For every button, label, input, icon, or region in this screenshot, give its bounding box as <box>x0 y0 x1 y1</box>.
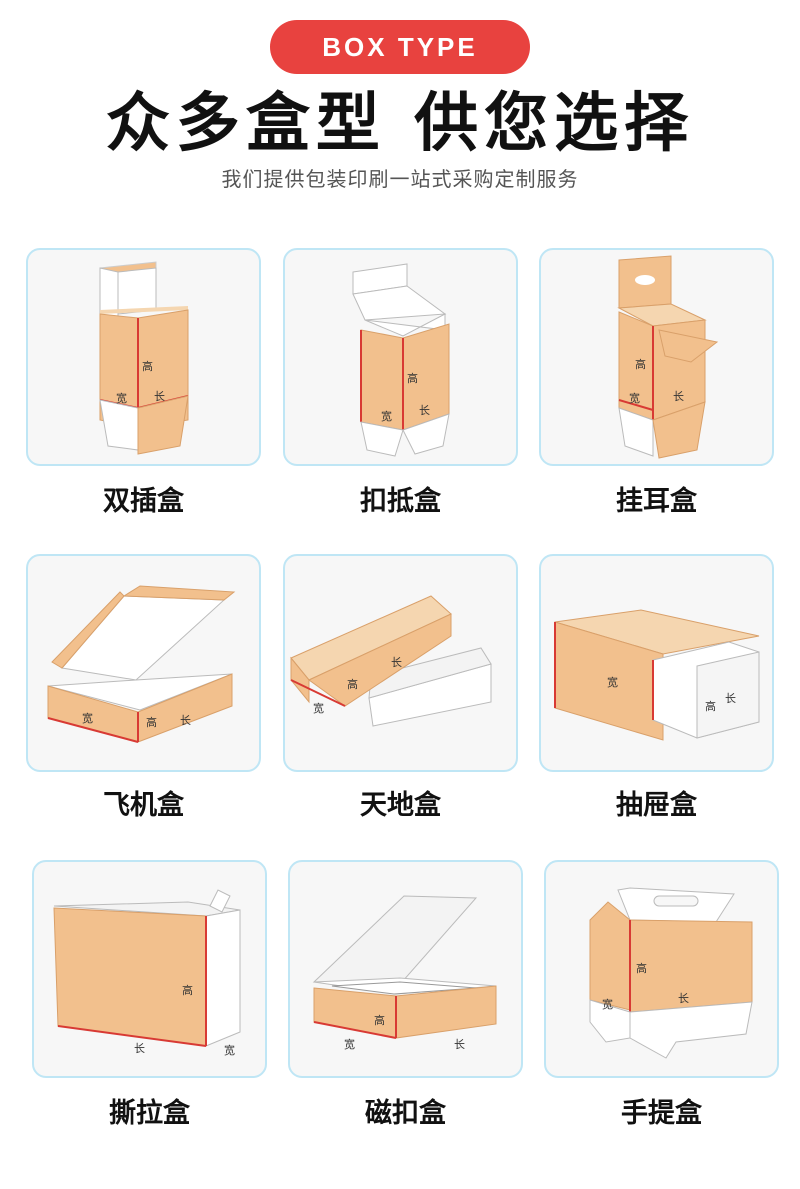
box-card-drawer[interactable]: 宽 高 长 <box>539 554 774 772</box>
dim-width-label: 宽 <box>82 711 93 725</box>
double-tuck-box-illustration: 高 长 宽 <box>99 261 189 455</box>
dim-height-label: 高 <box>146 715 157 729</box>
box-card-double-tuck[interactable]: 高 长 宽 <box>26 248 261 466</box>
dim-height-label: 高 <box>635 357 646 371</box>
dim-width-label: 宽 <box>607 675 618 689</box>
dim-height-label: 高 <box>636 961 647 975</box>
dim-length-label: 长 <box>454 1038 465 1051</box>
page-subtitle: 我们提供包装印刷一站式采购定制服务 <box>221 167 579 191</box>
dim-width-label: 宽 <box>116 391 127 405</box>
box-label-double-tuck: 双插盒 <box>103 486 184 517</box>
box-card-mailer[interactable]: 宽 高 长 <box>26 554 261 772</box>
dim-width-label: 宽 <box>629 391 640 405</box>
magnetic-box-illustration: 高 宽 长 <box>312 895 497 1051</box>
mailer-box-illustration: 宽 高 长 <box>47 585 236 743</box>
box-label-drawer: 抽屉盒 <box>616 790 697 821</box>
box-card-hanger[interactable]: 高 长 宽 <box>539 248 774 466</box>
box-label-lock-bottom: 扣抵盒 <box>360 486 441 517</box>
dim-length-label: 长 <box>180 714 191 727</box>
box-card-tear-strip[interactable]: 高 长 宽 <box>32 860 267 1078</box>
box-label-handle: 手提盒 <box>621 1098 702 1129</box>
dim-width-label: 宽 <box>224 1043 235 1057</box>
dim-width-label: 宽 <box>381 409 392 423</box>
box-label-mailer: 飞机盒 <box>103 790 184 821</box>
tear-strip-box-illustration: 高 长 宽 <box>53 889 241 1057</box>
dim-width-label: 宽 <box>344 1037 355 1051</box>
dim-height-label: 高 <box>705 699 716 713</box>
box-label-hanger: 挂耳盒 <box>616 486 697 517</box>
dim-length-label: 长 <box>419 404 430 417</box>
lock-bottom-box-illustration: 高 长 宽 <box>352 263 450 457</box>
box-card-magnetic[interactable]: 高 宽 长 <box>288 860 523 1078</box>
dim-height-label: 高 <box>142 359 153 373</box>
box-card-lock-bottom[interactable]: 高 长 宽 <box>283 248 518 466</box>
box-label-magnetic: 磁扣盒 <box>365 1098 446 1129</box>
box-card-lid-base[interactable]: 高 长 宽 <box>283 554 518 772</box>
dim-length-label: 长 <box>673 390 684 403</box>
hanger-box-illustration: 高 长 宽 <box>617 255 719 459</box>
page-title: 众多盒型 供您选择 <box>105 87 695 161</box>
box-label-tear-strip: 撕拉盒 <box>109 1098 190 1129</box>
drawer-box-illustration: 宽 高 长 <box>554 609 760 741</box>
dim-length-label: 长 <box>154 390 165 403</box>
dim-length-label: 长 <box>725 692 736 705</box>
handle-box-illustration: 高 长 宽 <box>589 887 753 1059</box>
box-label-lid-base: 天地盒 <box>360 790 441 821</box>
dim-height-label: 高 <box>182 983 193 997</box>
dim-height-label: 高 <box>374 1013 385 1027</box>
dim-length-label: 长 <box>678 992 689 1005</box>
dim-length-label: 长 <box>134 1042 145 1055</box>
dim-width-label: 宽 <box>602 997 613 1011</box>
dim-width-label: 宽 <box>313 701 324 715</box>
dim-height-label: 高 <box>407 371 418 385</box>
dim-height-label: 高 <box>347 677 358 691</box>
dim-length-label: 长 <box>391 656 402 669</box>
lid-base-box-illustration: 高 长 宽 <box>290 595 492 727</box>
box-card-handle[interactable]: 高 长 宽 <box>544 860 779 1078</box>
box-type-badge: BOX TYPE <box>270 20 530 74</box>
